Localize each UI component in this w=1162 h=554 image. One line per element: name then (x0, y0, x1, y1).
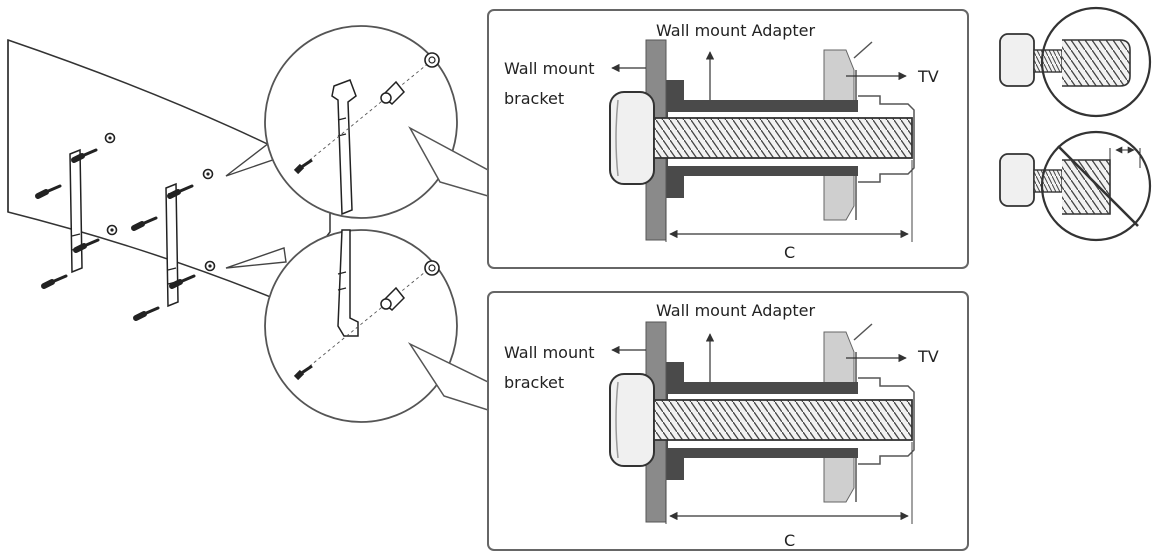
zoom-circle-bottom (264, 229, 458, 423)
screw-example-correct (999, 6, 1152, 118)
adapter-label: Wall mount Adapter (656, 301, 815, 320)
tv-label: TV (917, 347, 939, 366)
curved-tv-back (7, 38, 331, 301)
section-panel-top: Wall mount Adapter Wall mount bracket TV… (488, 10, 968, 268)
tv-label: TV (917, 67, 939, 86)
wall-mount-bracket-left (69, 148, 83, 274)
bracket-label-line2: bracket (504, 89, 564, 108)
adapter-label: Wall mount Adapter (656, 21, 815, 40)
prohibited-slash-icon (1057, 145, 1139, 227)
section-panel-bottom: Wall mount Adapter Wall mount bracket TV… (488, 292, 968, 550)
bracket-label-line1: Wall mount (504, 343, 595, 362)
callout-wedge-bottom (225, 247, 287, 269)
bracket-label-line2: bracket (504, 373, 564, 392)
dimension-c-label: C (784, 531, 795, 550)
screw-example-incorrect (999, 130, 1152, 242)
bracket-label-line1: Wall mount (504, 59, 595, 78)
zoom-circle-top (264, 25, 458, 219)
dimension-c-label: C (784, 243, 795, 262)
